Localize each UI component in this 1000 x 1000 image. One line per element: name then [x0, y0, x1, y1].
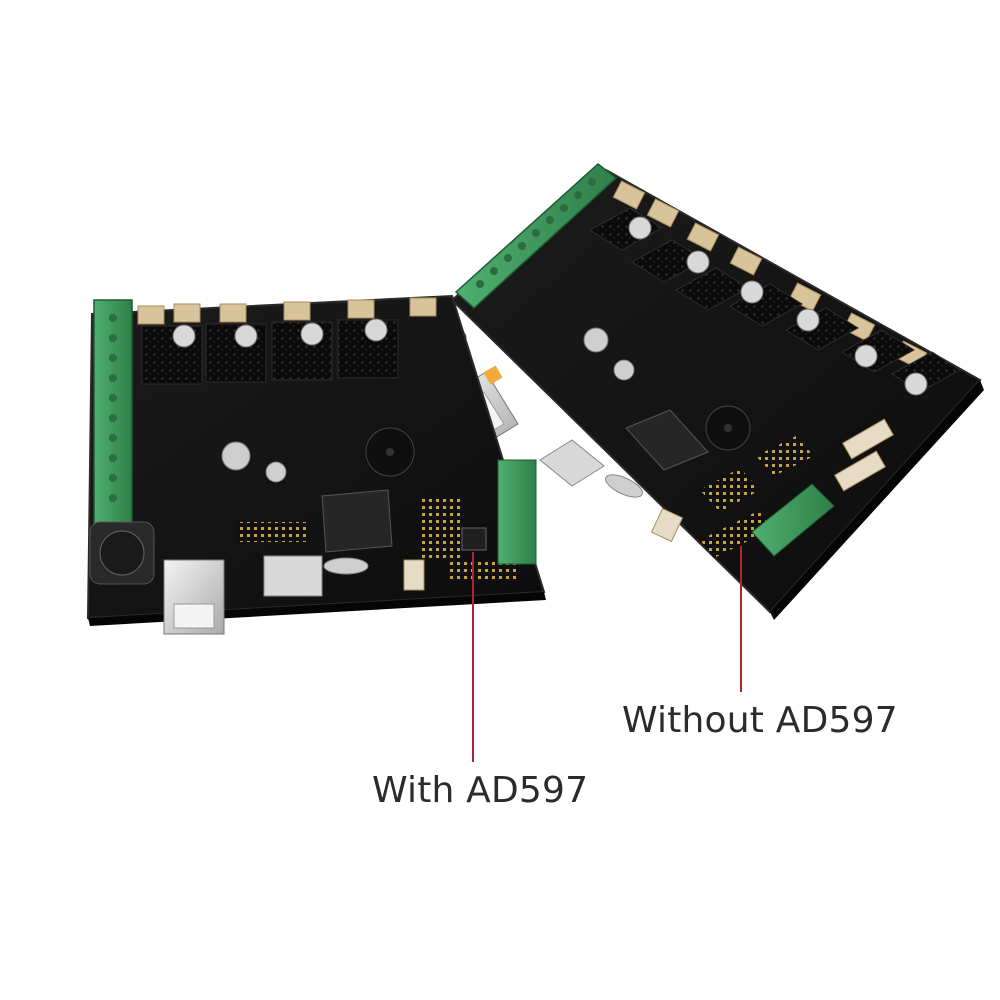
microcontroller-chip	[321, 489, 393, 553]
small-terminal-block	[497, 459, 537, 565]
screw-terminal-block	[454, 163, 618, 310]
sd-card-slot	[263, 555, 323, 597]
power-inductor	[89, 521, 155, 585]
callout-without-ad597: Without AD597	[622, 700, 898, 741]
screw-terminal-block	[93, 299, 133, 525]
small-terminal-block	[751, 483, 835, 557]
microcontroller-chip	[625, 409, 709, 471]
usb-port	[163, 559, 225, 635]
crystal-oscillator	[323, 557, 369, 575]
callout-with-ad597: With AD597	[372, 770, 589, 811]
crystal-oscillator	[605, 474, 643, 498]
motor-connectors	[612, 180, 928, 370]
pin-headers	[236, 498, 516, 582]
pin-headers	[700, 436, 814, 558]
side-connectors	[650, 418, 894, 543]
sd-card-slot	[539, 439, 605, 487]
side-connector	[403, 559, 425, 591]
ad597-chip	[461, 527, 487, 551]
capacitors	[172, 318, 388, 483]
driver-heatsinks	[589, 207, 961, 393]
capacitors	[583, 216, 928, 396]
motor-connectors	[137, 297, 437, 325]
board-with-ad597	[86, 294, 546, 635]
